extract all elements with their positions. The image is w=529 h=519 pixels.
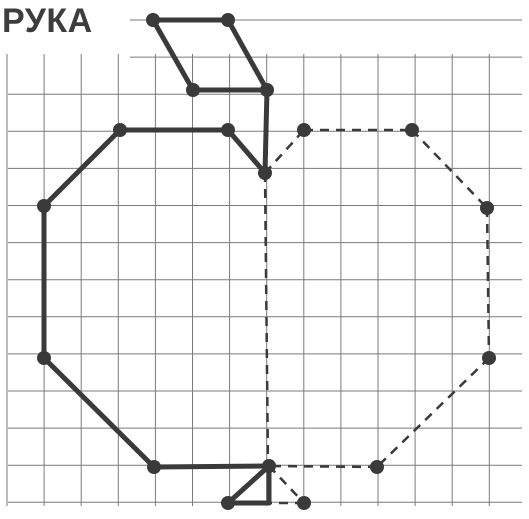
vertex-point: [297, 496, 311, 510]
vertex-point: [221, 13, 235, 27]
vertex-point: [186, 83, 200, 97]
vertex-point: [37, 199, 51, 213]
solid-segment: [228, 466, 269, 503]
dashed-segment: [269, 466, 377, 467]
vertex-point: [258, 166, 272, 180]
vertex-point: [405, 123, 419, 137]
vertex-point: [480, 201, 494, 215]
vertex-point: [37, 351, 51, 365]
worksheet-title: РУКА: [2, 4, 93, 38]
solid-segment: [153, 20, 193, 90]
dashed-segment: [265, 130, 304, 173]
dashed-segment: [487, 208, 489, 358]
vertex-point: [146, 13, 160, 27]
solid-segment: [44, 358, 154, 467]
vertex-point: [482, 351, 496, 365]
dashed-segment: [269, 466, 304, 503]
vertex-point: [221, 123, 235, 137]
vertex-point: [297, 123, 311, 137]
vertex-point: [147, 460, 161, 474]
solid-outline: [44, 20, 269, 503]
solid-segment: [228, 20, 267, 90]
vertex-point: [221, 496, 235, 510]
vertex-point: [370, 460, 384, 474]
solid-segment: [154, 466, 269, 467]
solid-segment: [265, 90, 267, 173]
vertex-point: [262, 459, 276, 473]
vertex-point: [113, 123, 127, 137]
dashed-segment: [412, 130, 487, 208]
dashed-segment: [377, 358, 489, 467]
solid-segment: [228, 130, 265, 173]
vertex-point: [260, 83, 274, 97]
